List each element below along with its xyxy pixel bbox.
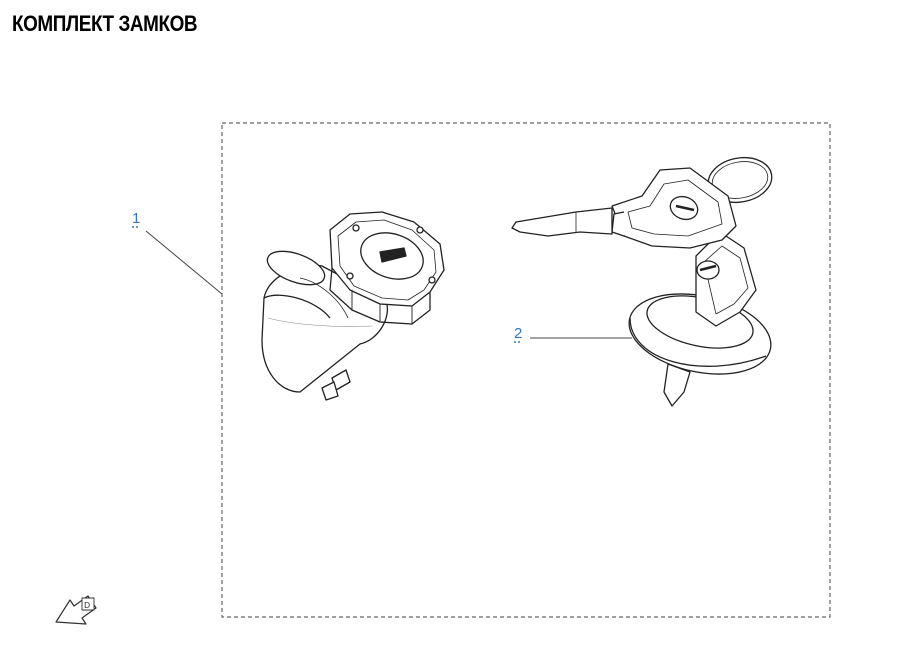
leader-line-1: [145, 230, 223, 295]
callout-2[interactable]: 2: [514, 325, 523, 342]
front-direction-arrow-icon: D: [55, 595, 97, 625]
part-2-key-and-base: [511, 156, 773, 407]
part-1-lock-cylinder: [261, 211, 445, 401]
svg-text:D: D: [84, 601, 90, 610]
page-title: КОМПЛЕКТ ЗАМКОВ: [12, 11, 198, 36]
assembly-frame: [221, 122, 831, 618]
callout-1[interactable]: 1: [132, 210, 141, 227]
